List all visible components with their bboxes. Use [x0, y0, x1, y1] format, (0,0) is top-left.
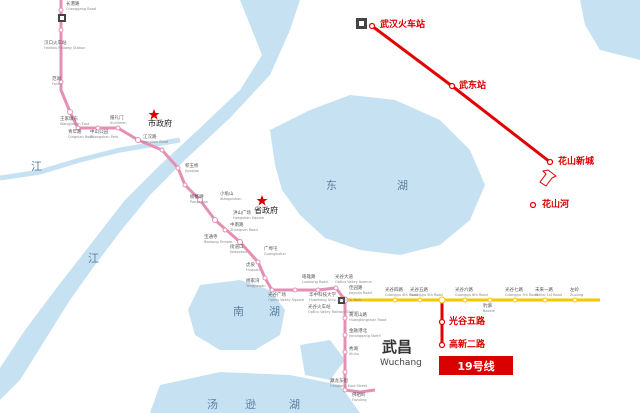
- tangxun-lake-label: 湖: [289, 398, 300, 411]
- south-lake: [188, 280, 285, 350]
- station-label: 积玉桥 Jiyuqiao: [185, 164, 199, 173]
- station-label: 光谷火车站 Optics Valley Railway Station: [308, 305, 359, 314]
- city-government-label: 市政府: [148, 119, 172, 128]
- station-label: 中山公园 Zhongshan Park: [90, 130, 119, 139]
- yangtze-river: [0, 0, 300, 400]
- station-label: 光谷六路 Guanggu 6th Road: [455, 288, 488, 297]
- station-label: 珞雄路 Luoxiong Road: [302, 275, 328, 284]
- railway-station-icon: [338, 297, 345, 304]
- star-icon: [148, 109, 160, 120]
- station-label: 范湖 Fanhu: [52, 77, 63, 86]
- line-19-legend: 19号线: [439, 356, 513, 375]
- gaoxin-2nd-road-label: 高新二路: [449, 340, 486, 350]
- station-label: 华中科技大学 Huazhong Univ. of Sci. & Tech.: [309, 293, 363, 302]
- yangtze-label: 江: [31, 160, 42, 173]
- station-label: 光谷广场 Optics Valley Square: [268, 293, 305, 302]
- station-label: 洪山广场 Hongshan Square: [233, 211, 265, 220]
- station-label: 左岭 Zuoling: [570, 288, 584, 297]
- station-label: 佳园路 Jiayuan Road: [349, 286, 372, 295]
- station-label: 中南路 Zhongnan Road: [230, 223, 258, 232]
- east-lake: [270, 95, 485, 255]
- station-label: 宝通寺 Baotong Temple: [204, 235, 233, 244]
- station-label: 豹澥 Baoxie: [483, 304, 495, 313]
- station-label: 黄龙山路 Huanglongshan Road: [349, 313, 387, 322]
- station-label: 虎泉 Huquan: [246, 263, 260, 272]
- east-lake-label: 东: [326, 179, 337, 192]
- station-label: 光谷大道 Optics Valley Avenue: [335, 275, 372, 284]
- station-label: 秀湖 Xiuhu: [349, 347, 360, 356]
- station-label: 藏龙东街 Canglong East Street: [330, 379, 367, 388]
- lake-patch: [300, 340, 345, 380]
- south-lake-label: 湖: [269, 305, 280, 318]
- tangxun-lake: [150, 372, 360, 413]
- station-label: 王家墩东 Wangjiadun East: [60, 117, 90, 126]
- star-icon: [256, 195, 268, 206]
- wuhan-railway-station-label: 武汉火车站: [380, 20, 426, 30]
- direction-arrow-icon: [539, 169, 557, 187]
- railway-station-icon: [58, 14, 66, 22]
- east-lake-label: 湖: [397, 179, 408, 192]
- station-label: 广埠屯 Guangbutun: [264, 247, 286, 256]
- guanggu-5th-road-label: 光谷五路: [449, 317, 486, 327]
- station-label: 汉口火车站 Hankou Railway Station: [44, 41, 86, 50]
- station-label: 循礼门 Xunlimen: [110, 116, 127, 125]
- tangxun-lake-label: 汤: [207, 398, 218, 411]
- wudong-station-label: 武东站: [459, 81, 487, 91]
- station-label: 光谷四路 Guanggu 4th Road: [385, 288, 418, 297]
- yangtze-label: 江: [88, 252, 99, 265]
- line-2-station-dots: [58, 7, 349, 393]
- district-name-en: Wuchang: [380, 358, 422, 368]
- han-river: [0, 137, 181, 181]
- station-label: 街道口 Jiedaokou: [230, 245, 247, 254]
- huashanhe-label: 花山河: [542, 200, 570, 210]
- huashan-xincheng-label: 花山新城: [558, 157, 595, 167]
- provincial-government-label: 省政府: [254, 206, 278, 215]
- station-label: 金融港北 Jinronggang North: [349, 329, 381, 338]
- line-11-station-dots: [392, 296, 578, 304]
- station-label: 杨家湾 Yangjiawan: [246, 279, 266, 288]
- lake-patch: [580, 0, 640, 60]
- district-name: 武昌: [382, 338, 413, 356]
- station-label: 长港路 Changgang Road: [66, 2, 96, 11]
- line-19-station-dots: [368, 22, 554, 349]
- tangxun-lake-label: 逊: [245, 398, 256, 411]
- station-label: 光谷七路 Guanggu 7th Road: [505, 288, 538, 297]
- station-label: 未来一路 Weilai 1st Road: [535, 288, 562, 297]
- railway-station-icon: [356, 18, 367, 29]
- station-label: 螃蟹岬 Pangxiejia: [190, 195, 208, 204]
- station-label: 小龟山 Xiaoguishan: [220, 192, 242, 201]
- station-label: 青年路 Qingnian Road: [68, 130, 94, 139]
- south-lake-label: 南: [233, 305, 244, 318]
- station-label: 佛祖岭 Fozuling: [352, 393, 367, 402]
- station-label: 光谷五路 Guanggu 5th Road: [410, 288, 443, 297]
- station-label: 江汉路 Jianghan Road: [143, 135, 169, 144]
